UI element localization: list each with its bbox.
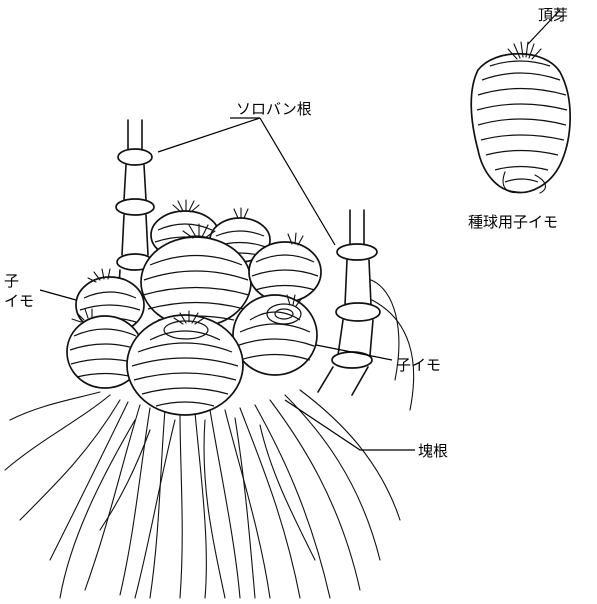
label-cormel-left-line2: イモ	[4, 292, 34, 310]
label-cormel-left-line1: 子	[4, 272, 19, 290]
label-tuberous-root: 塊根	[418, 442, 448, 460]
cormel-right-lower	[233, 295, 317, 375]
seed-cormel-illustration	[471, 42, 570, 193]
label-cormel-right: 子イモ	[396, 356, 441, 374]
fibrous-roots	[5, 390, 400, 598]
label-apical-bud: 頂芽	[538, 6, 568, 24]
label-seed-cormel: 種球用子イモ	[468, 213, 558, 231]
cormel-center-bottom	[127, 311, 243, 415]
label-soroban-root: ソロバン根	[236, 100, 312, 118]
